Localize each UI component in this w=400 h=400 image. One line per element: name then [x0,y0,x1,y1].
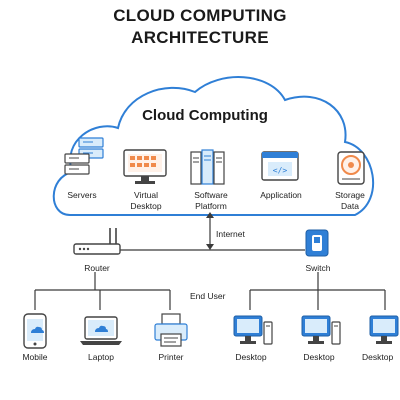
internet-label: Internet [216,229,245,239]
cloud-heading: Cloud Computing [142,107,268,124]
diagram-title-line1: CLOUD COMPUTING [113,6,287,25]
servers-icon [64,137,104,175]
service-label-storage-line2: Data [341,201,359,211]
desktop-icon [369,315,399,344]
end-user-label: End User [190,291,226,301]
service-label-application: Application [260,190,302,200]
service-label-storage-line1: Storage [335,190,365,200]
router-label: Router [84,263,110,273]
internet-arrow [206,212,214,218]
switch-label: Switch [305,263,331,273]
printer-icon [154,313,188,347]
device-label-desktop-1: Desktop [235,352,267,362]
router-icon [73,228,121,255]
device-label-laptop: Laptop [88,352,114,362]
switch-icon [305,229,329,257]
service-label-virtual-desktop-line1: Virtual [134,190,158,200]
service-label-virtual-desktop-line2: Desktop [130,201,162,211]
laptop-icon [80,316,122,345]
service-label-servers: Servers [67,190,97,200]
desktop-icon [233,315,273,345]
service-label-software-platform-line2: Platform [195,201,227,211]
device-label-desktop-3: Desktop [362,352,394,362]
device-label-mobile: Mobile [22,352,48,362]
device-label-printer: Printer [158,352,184,362]
service-label-software-platform-line1: Software [194,190,228,200]
device-label-desktop-2: Desktop [303,352,335,362]
storage-data-icon [337,151,365,185]
software-platform-icon [190,149,225,185]
diagram-title-line2: ARCHITECTURE [131,28,269,47]
application-icon: </> [261,151,299,181]
mobile-icon [23,313,47,349]
svg-text:</>: </> [273,166,288,175]
virtual-desktop-icon [123,149,167,184]
desktop-icon [301,315,341,345]
